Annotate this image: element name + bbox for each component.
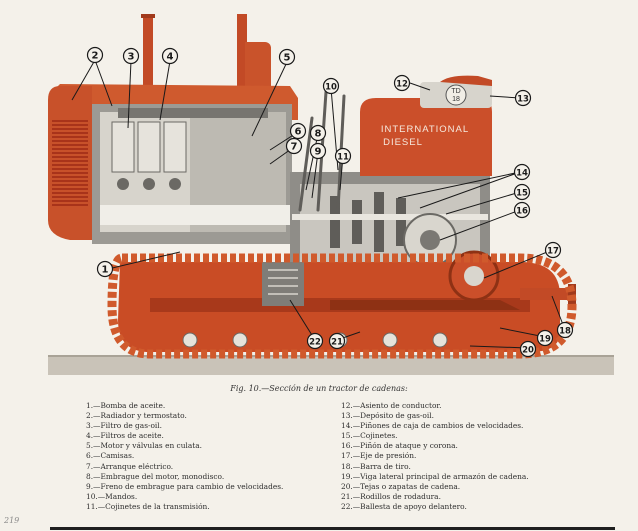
parts-legend: 1.—Bomba de aceite. 2.—Radiador y termos… [86,401,556,512]
ground-strip [48,355,614,375]
legend-item: 1.—Bomba de aceite. [86,401,166,410]
callout-21 [328,332,346,350]
callout-1-label: 1 [102,265,109,276]
callout-8 [309,124,327,142]
callout-22-label: 22 [309,338,321,348]
callout-16-label: 16 [516,207,528,217]
callout-16 [513,201,531,219]
fuel-tank [360,98,492,176]
legend-item: 21.—Rodillos de rodadura. [341,491,441,501]
legend-item: 17.—Eje de presión. [341,451,417,461]
legend-item: 18.—Barra de tiro. [341,461,411,471]
callout-19-label: 19 [539,335,551,345]
callout-6-label: 6 [295,127,302,138]
figure-caption: Fig. 10.—Sección de un tractor de cadena… [230,384,408,393]
callout-1 [96,260,114,278]
callout-9 [309,142,327,160]
callout-4-label: 4 [167,52,174,63]
callout-11-label: 11 [337,153,349,163]
badge-line-2: 18 [452,96,460,103]
callout-18-label: 18 [559,327,571,337]
callout-11 [334,147,352,165]
legend-item: 2.—Radiador y termostato. [86,411,187,421]
callout-9-label: 9 [315,147,322,158]
callout-2 [86,46,104,64]
callout-15-label: 15 [516,189,528,199]
legend-item: 8.—Embrague del motor, monodisco. [86,471,225,481]
legend-item: 7.—Arranque eléctrico. [86,461,174,471]
legend-item: 3.—Filtro de gas-oil. [86,421,163,431]
legend-column-left: 1.—Bomba de aceite. 2.—Radiador y termos… [86,401,301,512]
legend-item: 5.—Motor y válvulas en culata. [86,441,202,451]
legend-item: 20.—Tejas o zapatas de cadena. [341,481,461,491]
legend-item: 12.—Asiento de conductor. [341,401,442,410]
tank-brand: INTERNATIONAL [381,124,469,135]
callout-6 [289,122,307,140]
callout-20-label: 20 [522,346,534,356]
callout-3 [122,47,140,65]
legend-item: 14.—Piñones de caja de cambios de veloci… [341,421,524,431]
callout-17-label: 17 [547,247,559,257]
callout-3-label: 3 [128,52,135,63]
callout-12 [393,74,411,92]
front-spring [262,262,304,306]
callout-10-label: 10 [325,83,337,93]
page-bottom-rule [50,527,615,530]
legend-item: 6.—Camisas. [86,451,135,461]
badge-line-1: TD [451,88,460,95]
callout-5 [278,48,296,66]
callout-8-label: 8 [315,129,322,140]
page-number: 219 [4,516,20,525]
exhaust-stack [143,14,153,94]
callout-15 [513,183,531,201]
legend-item: 16.—Piñón de ataque y corona. [341,441,458,451]
legend-item: 22.—Ballesta de apoyo delantero. [341,501,467,511]
callout-2-label: 2 [92,51,99,62]
air-intake-stack [237,14,247,94]
callout-17 [544,241,562,259]
callout-12-label: 12 [396,80,408,90]
legend-item: 4.—Filtros de aceite. [86,431,164,441]
callout-13 [514,89,532,107]
track-chain [107,253,577,359]
legend-column-right: 12.—Asiento de conductor. 13.—Depósito d… [341,401,556,512]
legend-item: 10.—Mandos. [86,491,138,501]
legend-item: 15.—Cojinetes. [341,431,398,441]
callout-19 [536,329,554,347]
legend-item: 19.—Viga lateral principal de armazón de… [341,471,529,481]
callout-4 [161,47,179,65]
callout-21-label: 21 [331,338,343,348]
callout-14 [513,163,531,181]
callout-14-label: 14 [516,169,528,179]
callout-18 [556,321,574,339]
callout-22 [306,332,324,350]
model-badge [445,84,467,106]
callout-10 [322,77,340,95]
callout-7 [285,137,303,155]
callout-13-label: 13 [517,95,529,105]
legend-item: 13.—Depósito de gas-oil. [341,411,434,421]
legend-item: 9.—Freno de embrague para cambio de velo… [86,481,284,491]
air-cleaner-cap [245,42,271,88]
callout-5-label: 5 [284,53,291,64]
callout-20 [519,340,537,358]
drawbar [520,288,576,300]
tractor-cutaway-diagram: TD 18 INTERNATIONAL DIESEL [48,14,614,375]
tank-model: DIESEL [383,137,423,148]
callout-7-label: 7 [291,142,298,153]
legend-item: 11.—Cojinetes de la transmisión. [86,501,210,511]
